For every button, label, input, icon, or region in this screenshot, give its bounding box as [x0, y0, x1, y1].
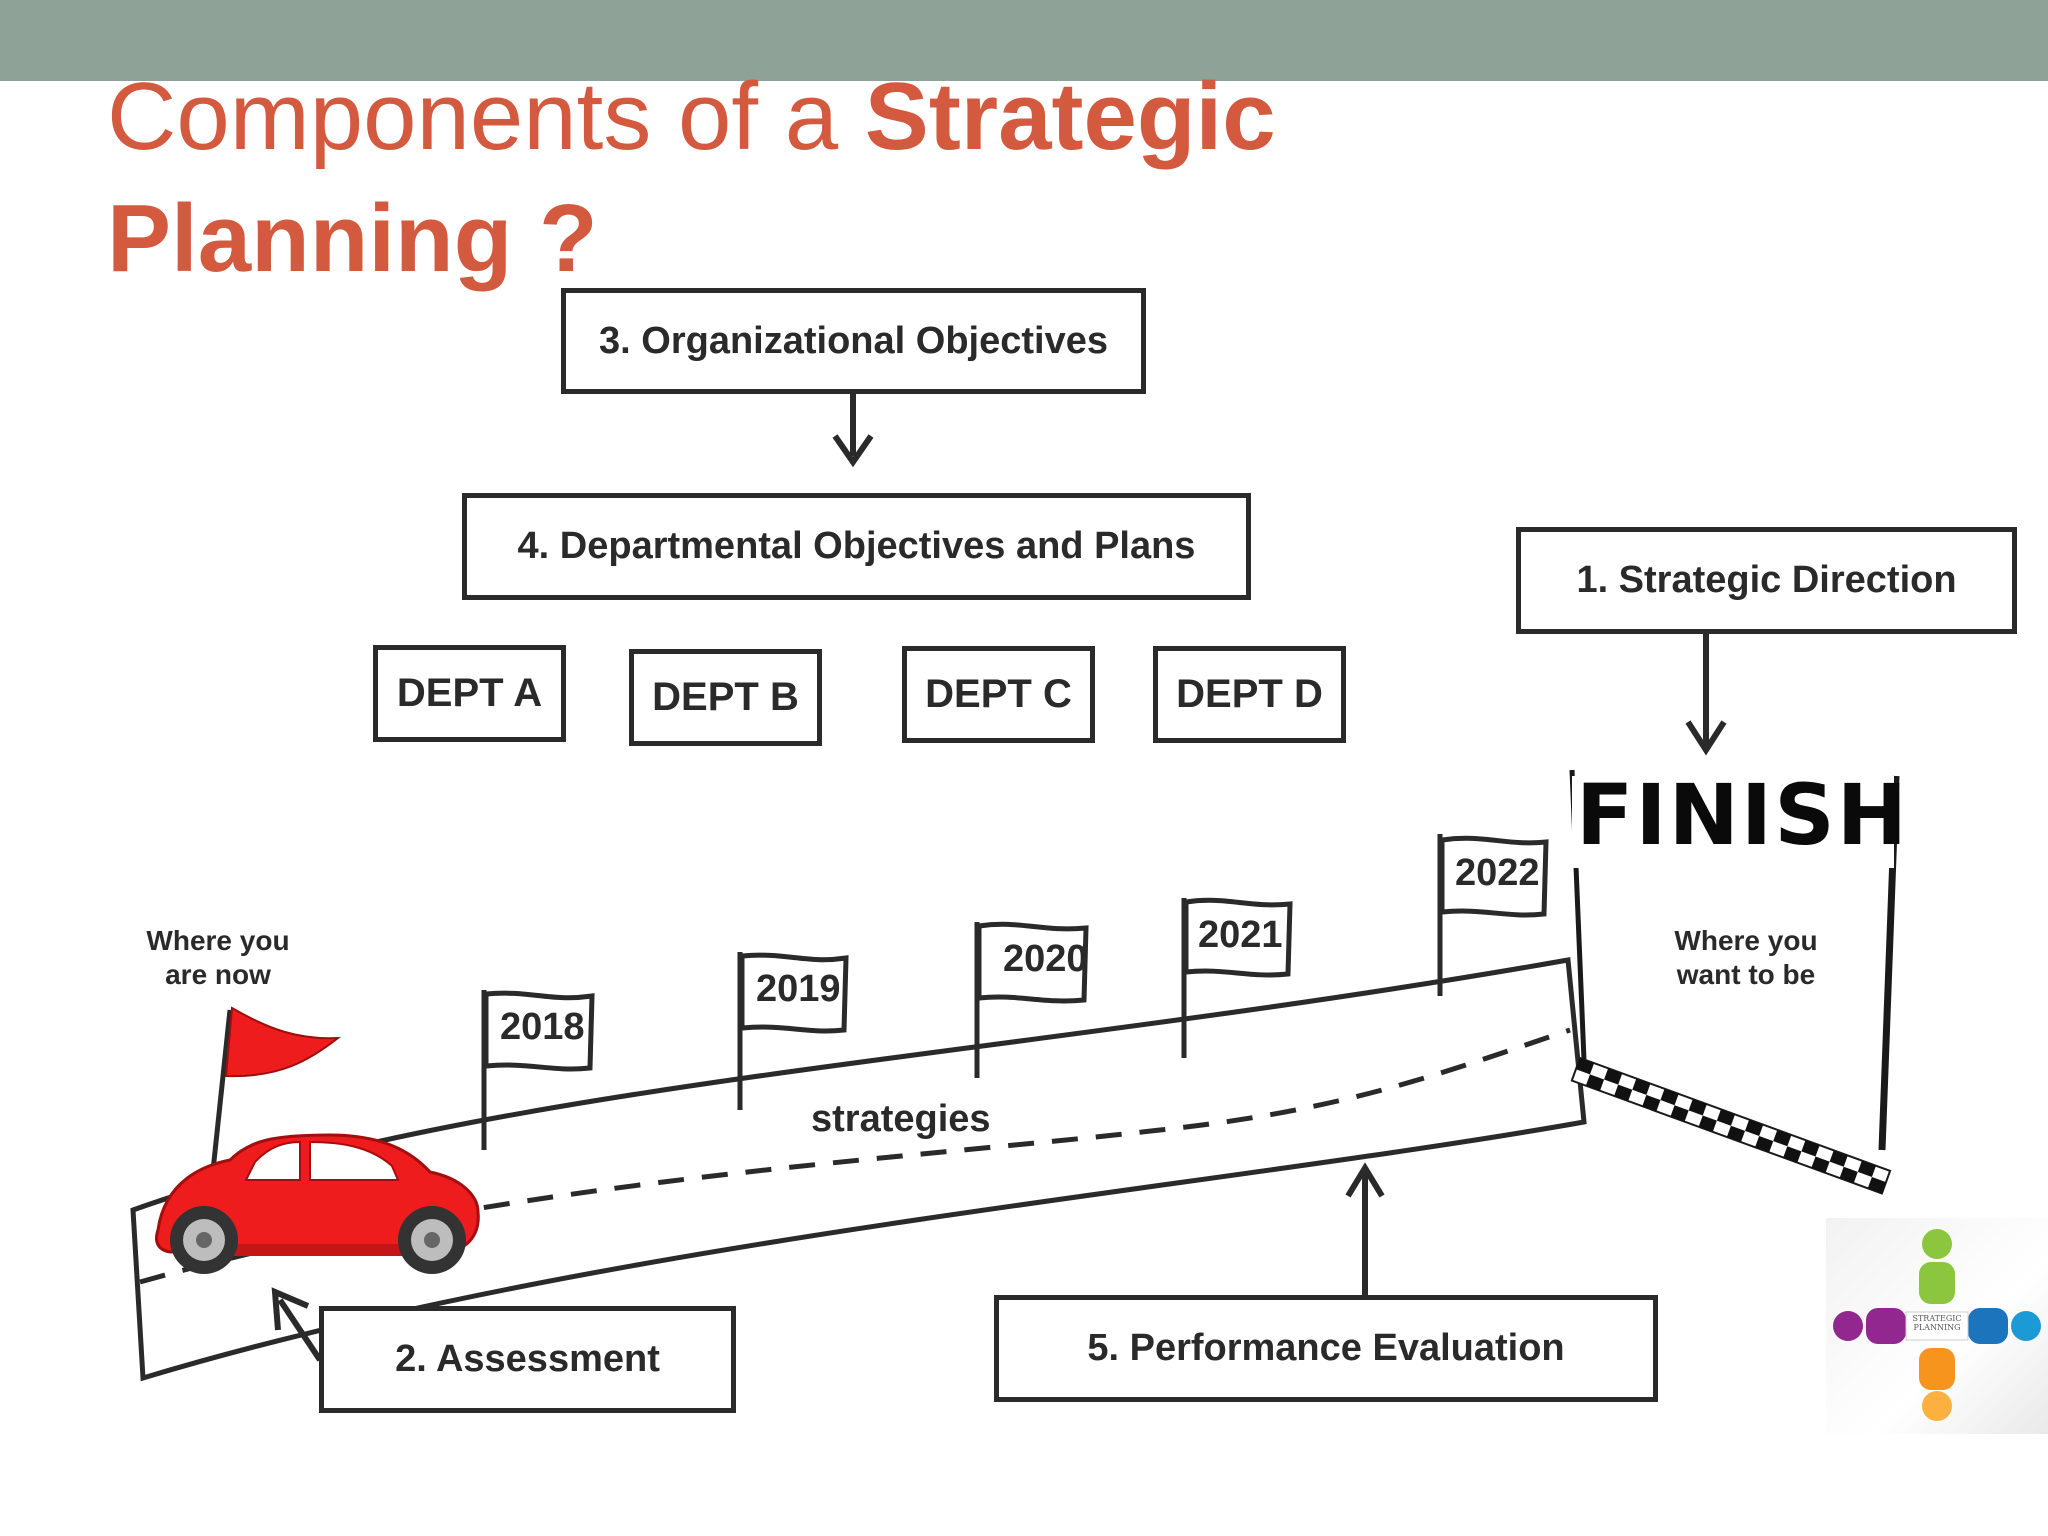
title-bold-strategic: Strategic	[864, 63, 1276, 170]
dept-box-c: DEPT C	[902, 646, 1095, 743]
box-performance-evaluation: 5. Performance Evaluation	[994, 1295, 1658, 1402]
arrow-direction-to-finish	[1685, 634, 1727, 756]
finish-banner: FINISH	[1576, 766, 1909, 864]
dept-box-d: DEPT D	[1153, 646, 1346, 743]
year-flag-icon-2020	[974, 921, 1089, 1078]
year-flag-icon-2019	[737, 952, 849, 1110]
top-accent-bar	[0, 0, 2048, 81]
flag-label-2018: 2018	[500, 1006, 585, 1048]
note-end-line1: Where you	[1674, 925, 1818, 956]
box-departmental-objectives: 4. Departmental Objectives and Plans	[462, 493, 1251, 600]
slide-title: Components of a Strategic Planning ?	[107, 56, 1507, 300]
flag-label-2022: 2022	[1455, 852, 1540, 894]
box-assessment: 2. Assessment	[319, 1306, 736, 1413]
note-start-line1: Where you	[146, 925, 290, 956]
flag-label-2019: 2019	[756, 968, 841, 1010]
note-start: Where you are now	[126, 924, 310, 992]
year-flag-icon-2018	[481, 990, 595, 1150]
flag-label-2021: 2021	[1198, 914, 1283, 956]
box-strategic-direction: 1. Strategic Direction	[1516, 527, 2017, 634]
logo-text: STRATEGIC PLANNING	[1908, 1314, 1966, 1332]
logo-graphic	[1833, 1229, 2041, 1421]
strategic-planning-logo-icon: STRATEGIC PLANNING	[1826, 1218, 2048, 1434]
road-label-strategies: strategies	[811, 1098, 991, 1140]
title-bold-planning: Planning ?	[107, 185, 598, 292]
arrow-evaluation-to-road	[1345, 1162, 1385, 1296]
box-organizational-objectives: 3. Organizational Objectives	[561, 288, 1146, 394]
logo-text-line2: PLANNING	[1913, 1323, 1961, 1332]
note-end: Where you want to be	[1654, 924, 1838, 992]
road-center-line	[139, 1027, 1571, 1285]
finish-line-icon	[1569, 769, 1900, 1195]
red-flag-icon	[209, 1006, 342, 1181]
dept-box-b: DEPT B	[629, 649, 822, 746]
title-regular: Components of a	[107, 63, 865, 170]
arrow-org-to-dept	[832, 394, 874, 468]
note-end-line2: want to be	[1676, 959, 1816, 990]
dept-box-a: DEPT A	[373, 645, 566, 742]
car-icon	[155, 1133, 480, 1274]
flag-label-2020: 2020	[1003, 938, 1088, 980]
year-flag-icon-2021	[1181, 897, 1293, 1058]
note-start-line2: are now	[165, 959, 271, 990]
road	[130, 957, 1587, 1382]
logo-text-line1: STRATEGIC	[1912, 1314, 1962, 1323]
year-flag-icon-2022	[1437, 834, 1549, 996]
arrow-assessment-to-car	[271, 1287, 323, 1362]
